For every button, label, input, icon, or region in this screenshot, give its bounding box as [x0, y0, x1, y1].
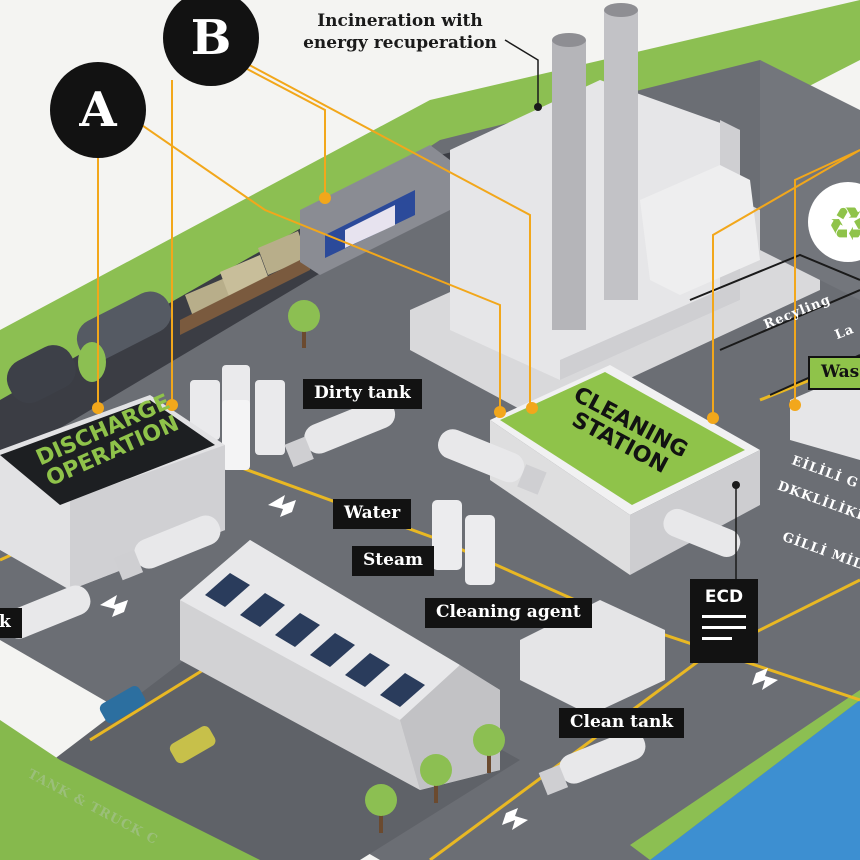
parking-area — [40, 610, 520, 860]
solar-building — [180, 540, 500, 790]
marker-a: A — [50, 62, 146, 158]
leader-lines — [97, 59, 860, 415]
grass-bottom — [0, 720, 260, 860]
cargo-boxes — [180, 231, 310, 335]
recycle-icon — [808, 182, 860, 262]
label-water: Water — [333, 499, 412, 529]
waste-building — [790, 370, 860, 460]
label-dirty-tank: Dirty tank — [303, 379, 422, 409]
incineration-plant — [410, 3, 820, 420]
label-waste-cut: Was — [808, 356, 860, 390]
flow-arrows — [100, 495, 778, 830]
silos — [190, 365, 285, 470]
tank-trucks — [4, 398, 741, 796]
incineration-line-1: Incineration with — [317, 11, 483, 31]
incineration-line-2: energy recuperation — [303, 33, 497, 54]
ecd-line — [702, 637, 732, 640]
trees — [288, 300, 505, 833]
incineration-callout: Incineration with energy recuperation — [300, 10, 500, 54]
leader-dots — [92, 192, 801, 424]
graffiti-wagon — [300, 145, 450, 275]
ecd-line — [702, 615, 746, 618]
ecd-label: ECD — [704, 587, 744, 607]
label-clean-tank: Clean tank — [559, 708, 685, 738]
agent-tanks — [432, 500, 495, 585]
label-cleaning-agent: Cleaning agent — [425, 598, 592, 628]
car-yellow — [169, 726, 216, 764]
ecd-line — [702, 626, 746, 629]
label-steam: Steam — [352, 546, 434, 576]
marker-b: B — [163, 0, 259, 86]
car-blue — [99, 686, 146, 724]
cleaning-station — [490, 365, 760, 575]
ecd-document: ECD — [690, 579, 758, 663]
recycle-symbol: ♻ — [827, 197, 860, 251]
label-tank-cut: k — [0, 608, 22, 638]
agent-building — [520, 600, 665, 715]
